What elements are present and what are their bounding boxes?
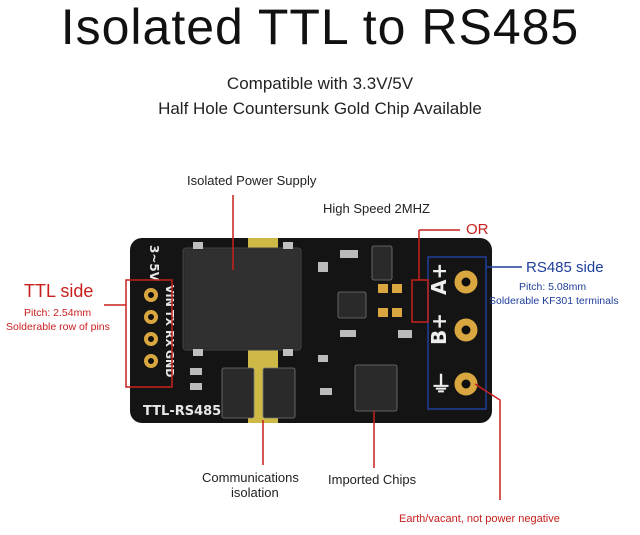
isolator-chip-2	[262, 367, 296, 419]
label-earth: Earth/vacant, not power negative	[399, 513, 560, 525]
or-highlight-box	[411, 279, 429, 323]
silk-ground: ⏚	[430, 373, 452, 398]
rs485-highlight-box	[427, 256, 487, 410]
label-rs485-side: RS485 side	[526, 259, 604, 276]
label-high-speed: High Speed 2MHZ	[323, 201, 430, 216]
label-rs485-terminals: Solderable KF301 terminals	[489, 295, 619, 307]
rs485-pads	[454, 270, 478, 396]
label-comm-isolation-1: Communications	[202, 470, 299, 485]
page-title: Isolated TTL to RS485	[60, 0, 580, 55]
silk-b: B+	[427, 313, 451, 345]
subtitle-availability: Half Hole Countersunk Gold Chip Availabl…	[158, 99, 482, 118]
label-ttl-pins: Solderable row of pins	[6, 321, 110, 333]
silk-a: A+	[427, 263, 451, 295]
isolator-chip-1	[221, 367, 255, 419]
silk-tx: TX	[163, 310, 176, 327]
label-ttl-pitch: Pitch: 2.54mm	[24, 307, 92, 319]
label-comm-isolation-2: isolation	[231, 485, 279, 500]
subtitle-compat: Compatible with 3.3V/5V	[226, 74, 414, 93]
ttl-highlight-box	[125, 279, 173, 388]
silk-gnd: GND	[163, 350, 176, 377]
transceiver-chip	[354, 364, 398, 412]
label-rs485-pitch: Pitch: 5.08mm	[519, 281, 587, 293]
silk-voltage: 3~5V	[147, 245, 161, 282]
silk-vin: VIN	[163, 285, 176, 307]
label-imported-chips: Imported Chips	[328, 472, 417, 487]
ttl-pads	[144, 288, 158, 368]
label-isolated-power: Isolated Power Supply	[187, 173, 317, 188]
silk-name: TTL-RS485	[143, 404, 221, 419]
label-or: OR	[466, 221, 489, 238]
label-ttl-side: TTL side	[24, 281, 94, 301]
silk-rx: RX	[163, 330, 176, 347]
